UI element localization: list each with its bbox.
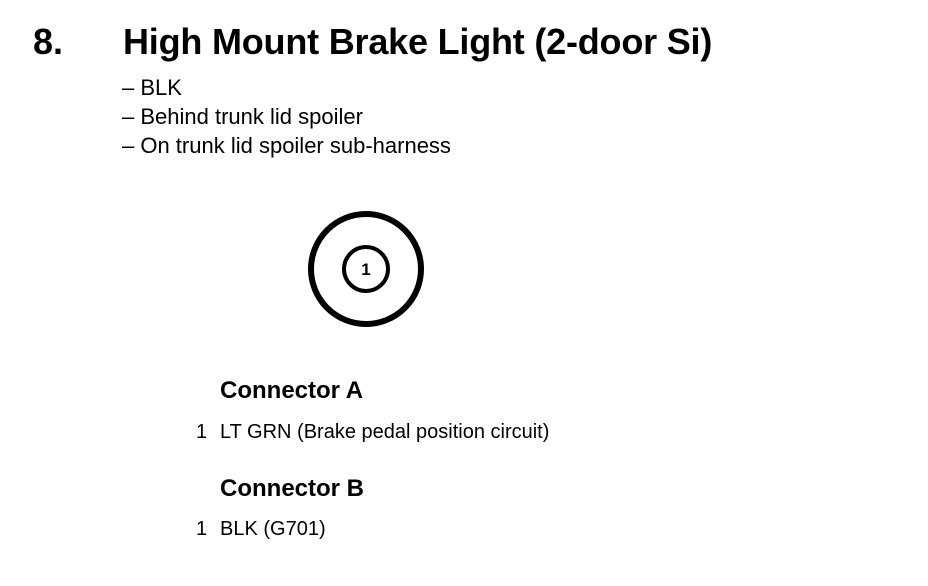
detail-location: – Behind trunk lid spoiler (122, 104, 363, 129)
pin-1-label: 1 (361, 260, 370, 279)
connector-face-diagram: 1 (308, 211, 424, 327)
connector-b-heading: Connector B (220, 475, 364, 502)
pin-1-terminal (342, 245, 390, 293)
connector-a-heading: Connector A (220, 377, 364, 404)
section-title: High Mount Brake Light (2-door Si) (123, 21, 713, 62)
detail-harness: – On trunk lid spoiler sub-harness (122, 133, 451, 158)
connector-details-list: – BLK – Behind trunk lid spoiler – On tr… (122, 73, 451, 160)
pin-number: 1 (196, 421, 208, 443)
connector-b-pin-row: 1 BLK (G701) (196, 516, 326, 542)
pin-description: BLK (G701) (220, 518, 326, 540)
pin-number: 1 (196, 518, 208, 540)
pin-description: LT GRN (Brake pedal position circuit) (220, 421, 550, 443)
connector-outer-ring (308, 211, 424, 327)
section-number: 8. (33, 21, 64, 62)
detail-color: – BLK (122, 75, 182, 100)
connector-a-pin-row: 1 LT GRN (Brake pedal position circuit) (196, 419, 549, 445)
